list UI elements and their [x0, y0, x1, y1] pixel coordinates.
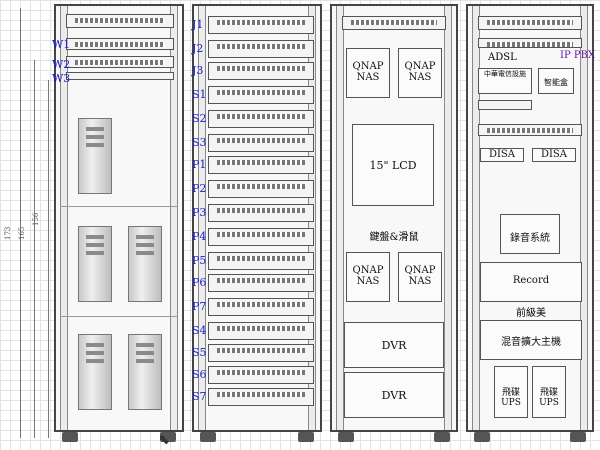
- rack-foot: [298, 432, 314, 442]
- rack-unit: [208, 156, 314, 174]
- rack-unit: [208, 40, 314, 58]
- switch-w3: [66, 72, 174, 80]
- rack-unit-label: S1: [192, 88, 207, 101]
- rack-unit: [208, 204, 314, 222]
- server-tower: [78, 118, 112, 194]
- rack-unit-label: S4: [192, 324, 207, 337]
- patch-panel: [342, 16, 446, 30]
- patch-panel: [478, 16, 582, 30]
- rack-foot: [62, 432, 78, 442]
- rack-unit: [208, 322, 314, 340]
- rack-foot: [160, 432, 176, 442]
- dimension-line: [20, 8, 21, 438]
- rack-unit: [208, 110, 314, 128]
- rack-unit: [208, 134, 314, 152]
- small-unit: [478, 100, 532, 110]
- rack-unit: [208, 388, 314, 406]
- rack-unit: [208, 180, 314, 198]
- rack-unit: [208, 298, 314, 316]
- rack-unit: [208, 62, 314, 80]
- rack-unit: [208, 344, 314, 362]
- rack-unit-label: J3: [192, 64, 204, 77]
- dvr: DVR: [344, 372, 444, 418]
- switch: [478, 38, 582, 48]
- dvr: DVR: [344, 322, 444, 368]
- rack-unit: [208, 366, 314, 384]
- switch-w1: [66, 38, 174, 50]
- rack-unit-label: P1: [192, 158, 207, 171]
- server-tower: [128, 226, 162, 302]
- switch: [478, 124, 582, 136]
- smart-box: 智能盒: [538, 68, 574, 94]
- rack-unit-label: P2: [192, 182, 207, 195]
- rack-foot: [570, 432, 586, 442]
- rack-foot: [474, 432, 490, 442]
- dimension-label: 173: [4, 226, 12, 240]
- rack-unit-label: S3: [192, 136, 207, 149]
- pre-amp-label: 前級美: [516, 308, 546, 319]
- rack-unit-label: J2: [192, 42, 204, 55]
- label-w2: W2: [52, 58, 71, 71]
- rack-unit-label: S6: [192, 368, 207, 381]
- switch-w2: [66, 56, 174, 68]
- ups: 飛碟 UPS: [494, 366, 528, 418]
- dimension-label: 156: [32, 212, 40, 226]
- rack-unit-label: P6: [192, 276, 207, 289]
- shelf: [60, 316, 178, 317]
- rack-unit: [208, 16, 314, 34]
- dimension-line: [34, 60, 35, 438]
- rack-unit-label: J1: [192, 18, 204, 31]
- server-tower: [78, 226, 112, 302]
- rack-foot: [338, 432, 354, 442]
- adsl-label: ADSL: [488, 52, 517, 63]
- dimension-label: 165: [18, 226, 26, 240]
- rack-unit: [208, 274, 314, 292]
- dimension-line: [48, 80, 49, 438]
- rack-unit-label: P3: [192, 206, 207, 219]
- rack-unit-label: S7: [192, 390, 207, 403]
- disa: DISA: [480, 148, 524, 162]
- server-tower: [78, 334, 112, 410]
- recorder-system: 錄音系統: [500, 214, 560, 254]
- rack-unit-label: S5: [192, 346, 207, 359]
- record-unit: Record: [480, 262, 582, 302]
- shelf: [60, 206, 178, 207]
- cursor-icon: ⬉: [158, 432, 170, 448]
- qnap-nas: QNAP NAS: [346, 252, 390, 302]
- telecom-unit: 中華電信設施: [478, 68, 532, 94]
- rack-unit-label: P5: [192, 254, 207, 267]
- qnap-nas: QNAP NAS: [346, 48, 390, 98]
- label-w1: W1: [52, 38, 71, 51]
- qnap-nas: QNAP NAS: [398, 252, 442, 302]
- disa: DISA: [532, 148, 576, 162]
- server-tower: [128, 334, 162, 410]
- rack-unit: [208, 228, 314, 246]
- ip-pbx-label: IP PBX: [560, 50, 596, 61]
- lcd-monitor: 15" LCD: [352, 124, 434, 206]
- rack-unit-label: S2: [192, 112, 207, 125]
- rack-unit: [208, 86, 314, 104]
- rack-foot: [434, 432, 450, 442]
- rack-unit: [208, 252, 314, 270]
- label-w3: W3: [52, 72, 71, 85]
- qnap-nas: QNAP NAS: [398, 48, 442, 98]
- rack-unit-label: P7: [192, 300, 207, 313]
- kvm-label: 鍵盤&滑鼠: [369, 232, 419, 243]
- mixer-amplifier: 混音擴大主機: [480, 320, 582, 360]
- patch-panel: [66, 14, 174, 28]
- rack-foot: [200, 432, 216, 442]
- rack-1: [54, 4, 184, 432]
- rack-unit-label: P4: [192, 230, 207, 243]
- ups: 飛碟 UPS: [532, 366, 566, 418]
